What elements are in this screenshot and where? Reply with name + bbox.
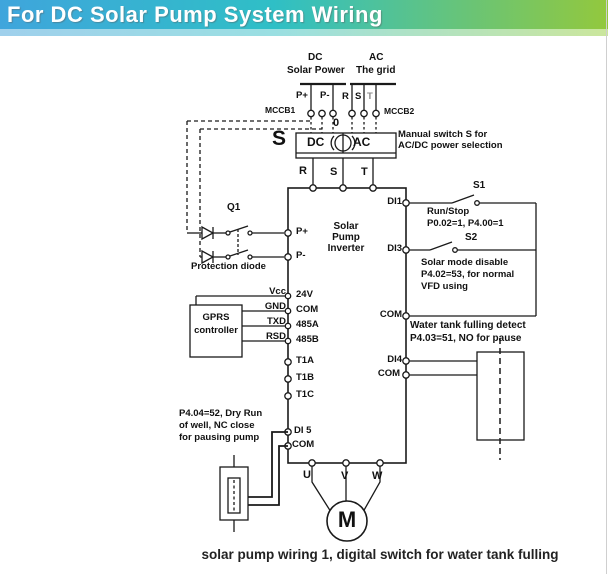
terminal-p-plus: P+ xyxy=(296,226,308,237)
mccb2-contacts xyxy=(348,109,380,118)
terminal-di3: DI3 xyxy=(387,243,402,254)
protection-diode-p-minus xyxy=(200,249,284,265)
terminal-di5: DI 5 xyxy=(294,425,312,436)
p-minus-label: P- xyxy=(320,90,330,101)
motor-label: M xyxy=(337,507,357,532)
terminal-com-di5: COM xyxy=(292,439,315,450)
dc-bypass-route xyxy=(186,120,322,257)
grid-s-label: S xyxy=(355,91,362,102)
gprs-name-line2: controller xyxy=(194,325,238,336)
ac-bus-bar xyxy=(350,82,396,110)
mccb1-contacts xyxy=(307,109,337,118)
inverter-name: Solar Pump Inverter xyxy=(327,221,365,254)
mccb2-label: MCCB2 xyxy=(384,106,415,116)
switch-out-s-label: S xyxy=(330,166,338,178)
mccb1-label: MCCB1 xyxy=(265,105,296,115)
terminal-t1c: T1C xyxy=(296,389,314,400)
dc-source-label-line2: Solar Power xyxy=(287,65,345,76)
switch-out-r-label: R xyxy=(299,165,307,177)
water-tank-circuit xyxy=(406,338,525,460)
inverter-right-terminals xyxy=(402,199,410,379)
selector-note-line1: Manual switch S for xyxy=(398,129,488,140)
water-tank-note-line1: Water tank fulling detect xyxy=(410,320,526,331)
gprs-name-line1: GPRS xyxy=(202,312,230,323)
terminal-di4: DI4 xyxy=(387,354,402,365)
inverter-box xyxy=(287,187,407,464)
grid-t-label: T xyxy=(367,91,373,102)
terminal-u: U xyxy=(303,469,311,481)
s1-label: S1 xyxy=(473,180,486,191)
terminal-485b: 485B xyxy=(296,334,319,345)
dry-run-note-line3: for pausing pump xyxy=(179,432,260,443)
gprs-controller-box xyxy=(189,295,288,358)
run-stop-note-line2: P0.02=1, P4.00=1 xyxy=(427,218,504,229)
terminal-24v: 24V xyxy=(296,289,313,300)
protection-diode-p-plus xyxy=(187,225,284,241)
selector-switch-box xyxy=(295,132,397,159)
dc-bus-bar xyxy=(300,82,346,110)
ac-source-label-line2: The grid xyxy=(356,65,396,76)
dc-source-label-line1: DC xyxy=(308,52,323,63)
selector-note-line2: AC/DC power selection xyxy=(398,140,503,151)
inverter-left-terminals xyxy=(284,229,292,450)
water-tank-note-line2: P4.03=51, NO for pause xyxy=(410,333,522,344)
header-bar-accent xyxy=(0,29,608,36)
inverter-top-terminals xyxy=(309,184,377,192)
selector-s-label: S xyxy=(272,127,287,150)
terminal-com-left: COM xyxy=(296,304,319,315)
dry-run-note-line1: P4.04=52, Dry Run xyxy=(179,408,263,419)
terminal-v: V xyxy=(341,470,349,482)
well-sensor xyxy=(219,431,288,532)
figure-caption: solar pump wiring 1, digital switch for … xyxy=(201,547,559,562)
selector-dc-label: DC xyxy=(307,135,325,149)
header-bar: For DC Solar Pump System Wiring xyxy=(0,0,608,29)
page-title: For DC Solar Pump System Wiring xyxy=(7,1,383,27)
selector-ac-label: AC xyxy=(353,135,371,149)
s2-label: S2 xyxy=(465,232,478,243)
gprs-pin-gnd: GND xyxy=(264,301,286,312)
grid-r-label: R xyxy=(342,91,349,102)
solar-mode-note-line2: P4.02=53, for normal xyxy=(421,269,515,280)
terminal-com-right: COM xyxy=(379,309,402,320)
terminal-com-di4: COM xyxy=(377,368,400,379)
q1-label: Q1 xyxy=(227,202,241,213)
terminal-t1b: T1B xyxy=(296,372,314,383)
gprs-pin-vcc: Vcc xyxy=(269,286,286,297)
solar-mode-note-line3: VFD using xyxy=(421,281,468,292)
run-stop-note-line1: Run/Stop xyxy=(427,206,470,217)
solar-mode-note-line1: Solar mode disable xyxy=(421,257,509,268)
switch-out-t-label: T xyxy=(361,166,368,178)
gprs-pin-rsd: RSD xyxy=(265,331,286,342)
dry-run-note-line2: of well, NC close xyxy=(179,420,255,431)
p-plus-label: P+ xyxy=(296,90,308,101)
s2-circuit xyxy=(406,241,536,253)
motor-symbol xyxy=(326,500,368,542)
terminal-p-minus: P- xyxy=(296,250,306,261)
terminal-w: W xyxy=(372,470,383,482)
terminal-485a: 485A xyxy=(296,319,319,330)
protection-diode-label: Protection diode xyxy=(191,261,266,272)
gprs-pin-txd: TXD xyxy=(267,316,286,327)
terminal-di1: DI1 xyxy=(387,196,402,207)
s1-circuit xyxy=(406,194,537,316)
ac-source-label-line1: AC xyxy=(369,52,384,63)
terminal-t1a: T1A xyxy=(296,355,314,366)
breaker-drop-wires xyxy=(310,117,377,133)
motor-circuit xyxy=(308,459,384,542)
selector-zero-label: 0 xyxy=(333,117,340,129)
selector-output-wires xyxy=(312,158,374,188)
